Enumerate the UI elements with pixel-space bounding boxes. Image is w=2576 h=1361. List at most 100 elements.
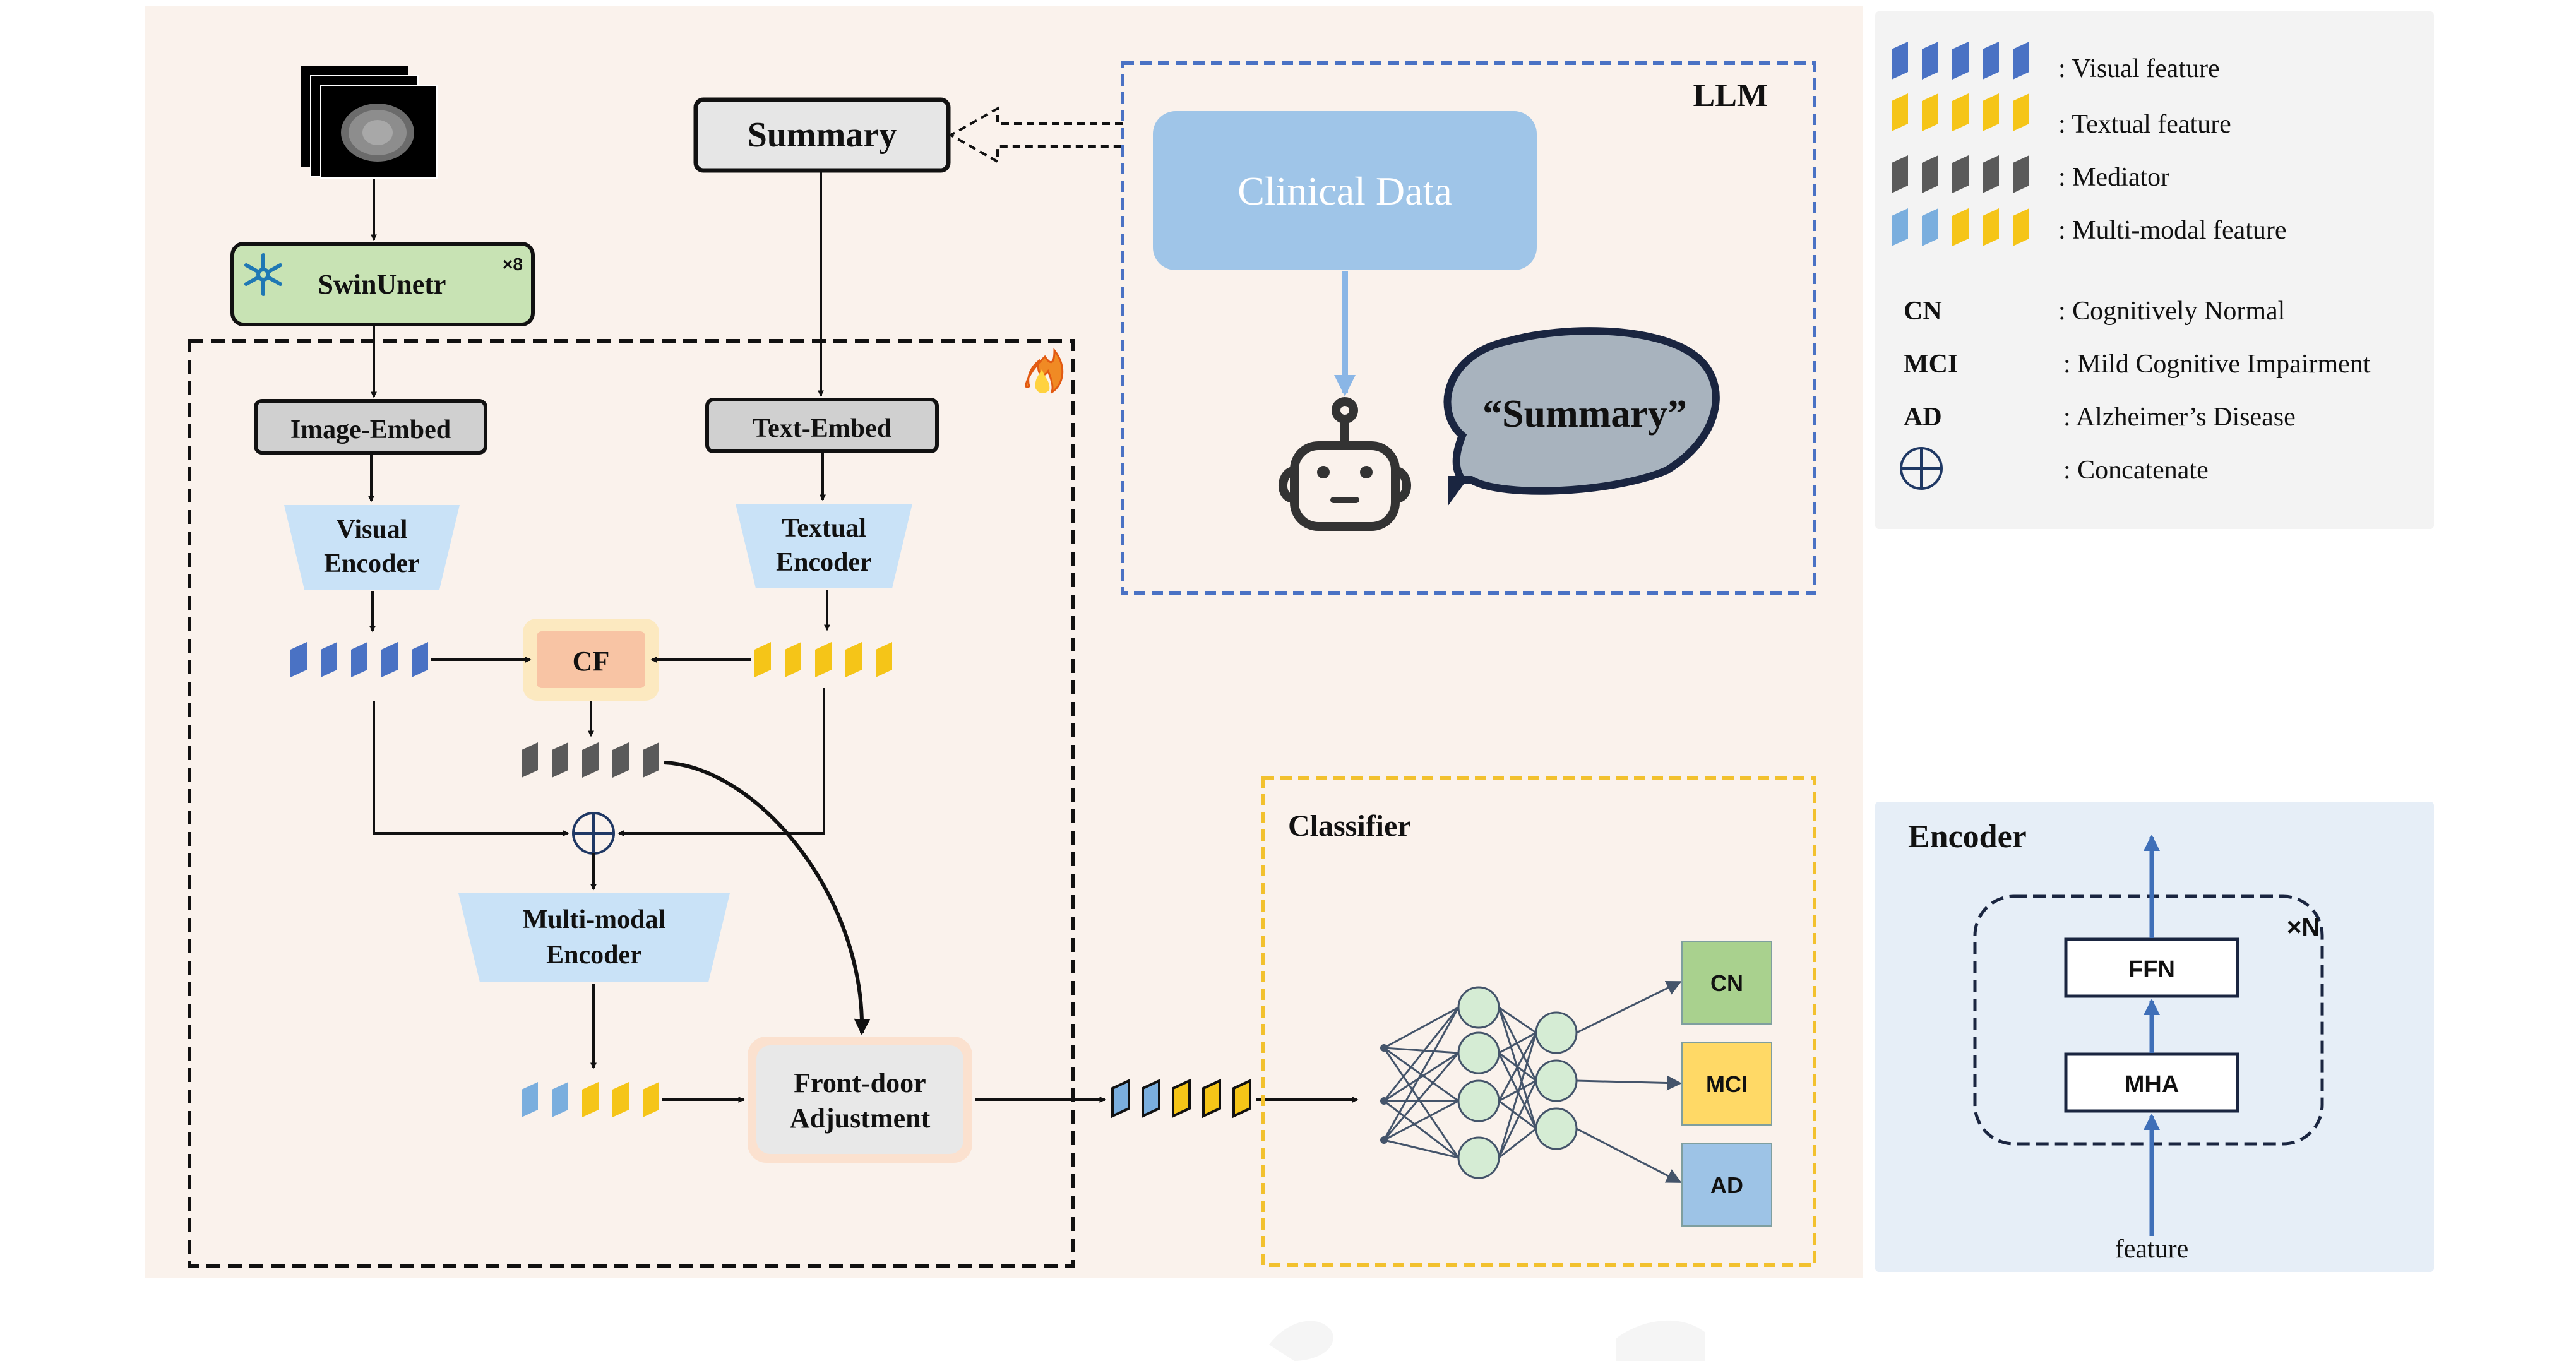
legend-swatch (2013, 42, 2029, 80)
legend-swatch (1952, 93, 1969, 131)
encoder-repeat-region (1973, 894, 2324, 1146)
legend-cn-abbr: CN (1904, 297, 1942, 326)
llm-panel (1121, 61, 1816, 595)
encoder-panel-title: Encoder (1908, 819, 2027, 855)
legend-swatch (1922, 42, 1938, 80)
nn-edge (1383, 1052, 1459, 1102)
visual-encoder-shape (284, 505, 460, 590)
visual-token (321, 642, 337, 677)
classifier-title: Classifier (1288, 809, 1411, 843)
legend-ad-label: : Alzheimer’s Disease (2063, 403, 2296, 432)
textual-encoder-line1: Textual (782, 514, 866, 543)
legend-swatch (1892, 42, 1908, 80)
legend-swatches (1892, 42, 2029, 246)
multimodal-token (522, 1082, 538, 1117)
legend-textual-label: : Textual feature (2058, 110, 2231, 139)
legend-swatch (1983, 155, 1999, 193)
legend-swatch (1983, 93, 1999, 131)
nn-edge (1498, 1032, 1537, 1158)
llm-title: LLM (1693, 78, 1768, 114)
visual-token (290, 642, 307, 677)
image-embed-box (254, 399, 487, 455)
legend-cn-label: : Cognitively Normal (2058, 297, 2285, 326)
image-embed-label: Image-Embed (290, 415, 451, 444)
nn-hidden-node (1457, 986, 1500, 1029)
visual-feature-tokens (290, 642, 428, 677)
multimodal-token (612, 1082, 629, 1117)
mha-box (2064, 1052, 2239, 1113)
ffn-label: FFN (2128, 956, 2175, 983)
trainable-region (188, 339, 1075, 1268)
nn-hidden-node (1535, 1059, 1578, 1102)
text-embed-label: Text-Embed (753, 414, 891, 443)
legend-ad-abbr: AD (1904, 403, 1942, 432)
legend-mediator-label: : Mediator (2058, 163, 2169, 192)
legend-swatch (1892, 93, 1908, 131)
multimodal-token (552, 1082, 568, 1117)
clinical-data-box (1153, 111, 1537, 270)
mediator-tokens (522, 742, 659, 778)
textual-token (845, 642, 862, 677)
faint-watermark (1269, 1320, 1705, 1361)
multimodal-encoder-line2: Encoder (546, 941, 642, 970)
output-token (1142, 1078, 1160, 1119)
snowflake-icon (244, 253, 282, 296)
front-door-line1: Front-door (794, 1067, 926, 1098)
ffn-box (2064, 937, 2239, 998)
legend-swatch (1983, 42, 1999, 80)
legend-swatch (1952, 42, 1969, 80)
nn-edge (1498, 1007, 1537, 1081)
nn-edge (1498, 1031, 1537, 1054)
neural-network-nodes (1380, 986, 1578, 1179)
legend-concat-label: : Concatenate (2063, 456, 2209, 485)
textual-token (785, 642, 801, 677)
nn-edge (1576, 1127, 1682, 1183)
nn-edge (1383, 1047, 1460, 1158)
legend-swatch (1922, 93, 1938, 131)
mri-image-stack (301, 66, 438, 179)
neural-network-edges (1383, 981, 1682, 1183)
classifier-panel (1261, 776, 1816, 1267)
nn-edge (1498, 1079, 1537, 1102)
visual-token (381, 642, 398, 677)
nn-hidden-node (1457, 1079, 1500, 1122)
nn-edge (1383, 1047, 1459, 1054)
legend-swatch (1952, 155, 1969, 193)
nn-edge (1383, 1052, 1460, 1141)
nn-edge (1576, 981, 1682, 1034)
class-label-cn: CN (1710, 970, 1743, 996)
text-embed-box (705, 398, 939, 453)
legend-swatch (1922, 208, 1938, 246)
legend-panel-background (1875, 11, 2434, 529)
legend-mci-label: : Mild Cognitive Impairment (2063, 350, 2371, 379)
legend-swatch (2013, 155, 2029, 193)
multimodal-feature-tokens (522, 1082, 659, 1117)
mediator-token (612, 742, 629, 778)
robot-icon (1279, 397, 1411, 531)
speech-bubble-label: “Summary” (1482, 393, 1687, 436)
nn-hidden-node (1457, 1031, 1500, 1074)
pipeline-connectors (368, 172, 1359, 1103)
legend-swatch (1952, 208, 1969, 246)
nn-edge (1576, 1075, 1682, 1091)
nn-hidden-node (1457, 1136, 1500, 1179)
mediator-token (522, 742, 538, 778)
multimodal-encoder-shape (458, 893, 730, 982)
nn-edge (1498, 1080, 1537, 1158)
class-box-cn (1681, 941, 1772, 1025)
class-label-ad: AD (1710, 1172, 1743, 1198)
nn-hidden-node (1535, 1011, 1578, 1054)
output-feature-tokens (1111, 1078, 1251, 1119)
mediator-token (582, 742, 599, 778)
legend-swatch (1892, 208, 1908, 246)
legend-swatch (1892, 155, 1908, 193)
cf-label: CF (573, 646, 610, 677)
multimodal-token (582, 1082, 599, 1117)
nn-edge (1498, 1006, 1537, 1034)
visual-token (351, 642, 367, 677)
nn-edge (1383, 1006, 1459, 1049)
multimodal-encoder-line1: Multi-modal (523, 905, 665, 934)
llm-to-summary-arrow (948, 106, 1123, 164)
mha-label: MHA (2125, 1071, 2179, 1098)
